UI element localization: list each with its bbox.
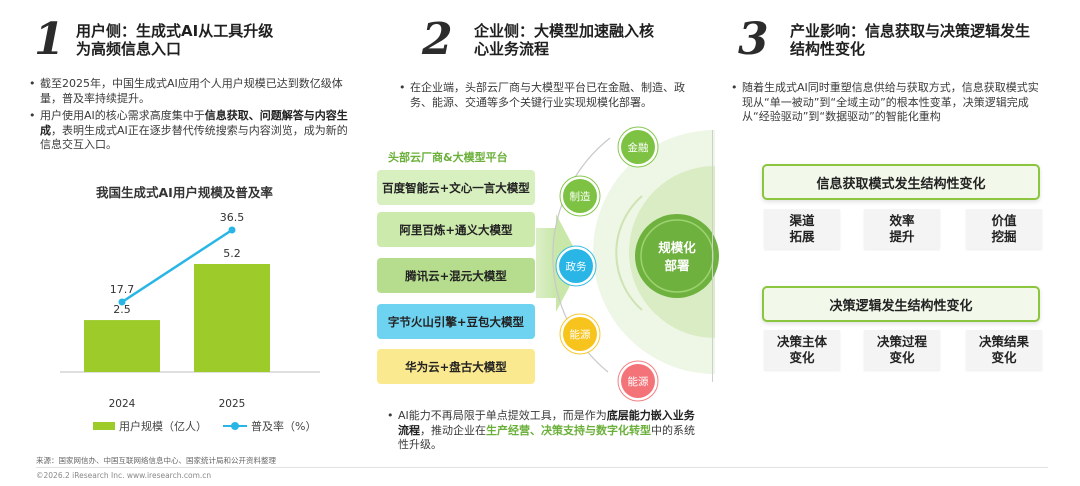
line-value-2024: 17.7 [110,283,135,296]
info-change-cell: 渠道拓展 [764,209,840,249]
line-series-path [121,228,233,304]
section2-bullet-1: 在企业端，头部云厂商与大模型平台已在金融、制造、政务、能源、交通等多个关键行业实… [399,81,706,110]
legend-bar-label: 用户规模（亿人） [119,420,207,433]
x-tick-2025: 2025 [219,398,246,410]
platform-box: 百度智能云+文心一言大模型 [377,170,535,205]
chart-legend: 用户规模（亿人） 普及率（%） [93,418,316,434]
section3-bullet-1: 随着生成式AI同时重塑信息供给与获取方式，信息获取模式实现从“单一被动”到“全域… [731,81,1048,125]
section-title-1-line2: 为高频信息入口 [76,40,182,58]
industry-label: 金融 [628,141,649,154]
copyright: ©2026.2 iResearch Inc. www.iresearch.com… [36,471,212,480]
section-title-1-line1: 用户侧：生成式AI从工具升级 [76,22,274,40]
info-change-cell-line2: 拓展 [789,229,815,244]
line-point-2025 [228,226,236,234]
decision-change-cell-line1: 决策过程 [876,334,927,349]
section1-bullet-2-text-a: 用户使用AI的核心需求高度集中于 [40,109,205,122]
chart-title: 我国生成式AI用户规模及普及率 [96,185,273,200]
chart-plot: 2.5 2024 5.2 2025 17.7 36.5 [60,211,320,410]
section1-bullet-2-highlight: 信息获取、问题解答与内容生成 [40,109,348,137]
section-title-1: 用户侧：生成式AI从工具升级 为高频信息入口 [76,22,273,58]
info-change-cell-line2: 挖掘 [991,229,1017,244]
industry-label: 能源 [570,328,591,341]
section-number-3: 3 [738,14,769,65]
industry-label: 制造 [570,190,591,203]
section1-bullet-2: 用户使用AI的核心需求高度集中于信息获取、问题解答与内容生成，表明生成式AI正在… [29,109,356,153]
industry-node [559,249,593,283]
inner-arc-line [615,195,643,311]
decision-change-box: 决策逻辑发生结构性变化 [762,286,1040,322]
decision-change-cell-text: 决策主体变化 [777,334,827,366]
info-change-cell-line1: 价值 [991,213,1017,228]
section-title-2-line1: 企业侧：大模型加速融入核 [474,22,655,40]
platform-box: 阿里百炼+通义大模型 [377,212,535,247]
bar-2024 [84,320,160,372]
bar-2025 [194,264,270,372]
section2-bullet-2-green: 生产经营、决策支持与数字化转型 [486,423,651,437]
section-title-2: 企业侧：大模型加速融入核 心业务流程 [474,22,654,58]
center-label-2: 部署 [664,258,690,273]
industry-label: 能源 [628,375,649,388]
center-circle-ring [640,219,714,293]
section-title-3-line1: 产业影响：信息获取与决策逻辑发生 [790,22,1031,40]
section-title-3-line2: 结构性变化 [790,40,866,58]
info-change-cell-line2: 提升 [889,229,915,244]
section2-bullet-2: AI能力不再局限于单点提效工具，而是作为底层能力嵌入业务流程，推动企业在生产经营… [387,409,702,453]
platform-box: 字节火山引擎+豆包大模型 [377,304,535,339]
center-label-1: 规模化 [658,240,696,255]
line-point-2024 [118,298,126,306]
section2-bullet-2-text-b: ，推动企业在 [420,423,486,437]
info-change-box: 信息获取模式发生结构性变化 [762,164,1040,200]
info-change-cell-text: 效率提升 [889,213,914,245]
info-change-cell-line1: 渠道 [789,213,815,228]
info-change-cell-line1: 效率 [889,213,915,228]
section-title-2-line2: 心业务流程 [474,40,550,58]
line-value-2025: 36.5 [220,211,245,224]
platform-box: 华为云+盘古大模型 [377,349,535,384]
decision-change-cell: 决策结果变化 [966,330,1042,370]
info-change-cell: 效率提升 [864,209,940,249]
info-change-cell-text: 渠道拓展 [789,213,814,245]
decision-change-cell-line1: 决策结果 [978,334,1029,349]
section2-bullet-2-text-a: AI能力不再局限于单点提效工具，而是作为 [398,409,607,422]
bar-value-2024: 2.5 [113,303,131,316]
bar-value-2025: 5.2 [223,247,241,260]
industry-node [563,179,597,213]
industry-label: 政务 [566,260,587,273]
info-change-cell: 价值挖掘 [966,209,1042,249]
section-number-1: 1 [34,14,65,65]
decision-change-cell: 决策主体变化 [764,330,840,370]
decision-change-cell: 决策过程变化 [864,330,940,370]
section1-bullet-1: 截至2025年，中国生成式AI应用个人用户规模已达到数亿级体量，普及率持续提升。 [29,77,354,106]
legend-bar-swatch [93,422,115,430]
decision-change-cell-text: 决策过程变化 [877,334,927,366]
industry-node [621,364,655,398]
industry-node [563,317,597,351]
section1-bullet-2-text-b: ，表明生成式AI正在逐步替代传统搜索与内容浏览，成为新的信息交互入口。 [40,123,348,152]
arrow-band [536,228,558,298]
right-divider [712,130,713,382]
footer-divider [36,467,1048,468]
section-number-2: 2 [422,14,453,65]
section-title-3: 产业影响：信息获取与决策逻辑发生 结构性变化 [790,22,1030,58]
legend-line-label: 普及率（%） [251,420,317,433]
platform-title: 头部云厂商&大模型平台 [388,151,508,164]
industry-node [621,130,655,164]
legend-line-swatch [223,422,247,430]
section2-bullet-2-highlight: 底层能力嵌入业务流程 [398,409,695,437]
section2-bullet-2-text-c: 中的系统性升级。 [398,423,695,452]
source-note: 来源：国家网信办、中国互联网络信息中心、国家统计局和公开资料整理 [36,456,276,465]
x-tick-2024: 2024 [109,398,136,410]
decision-change-cell-line2: 变化 [991,350,1017,365]
center-circle [635,214,719,298]
decision-change-cell-line2: 变化 [789,350,815,365]
info-change-cell-text: 价值挖掘 [991,213,1016,245]
decision-change-cell-line2: 变化 [889,350,915,365]
platform-box: 腾讯云+混元大模型 [377,258,535,293]
decision-change-cell-text: 决策结果变化 [979,334,1029,366]
decision-change-cell-line1: 决策主体 [776,334,827,349]
